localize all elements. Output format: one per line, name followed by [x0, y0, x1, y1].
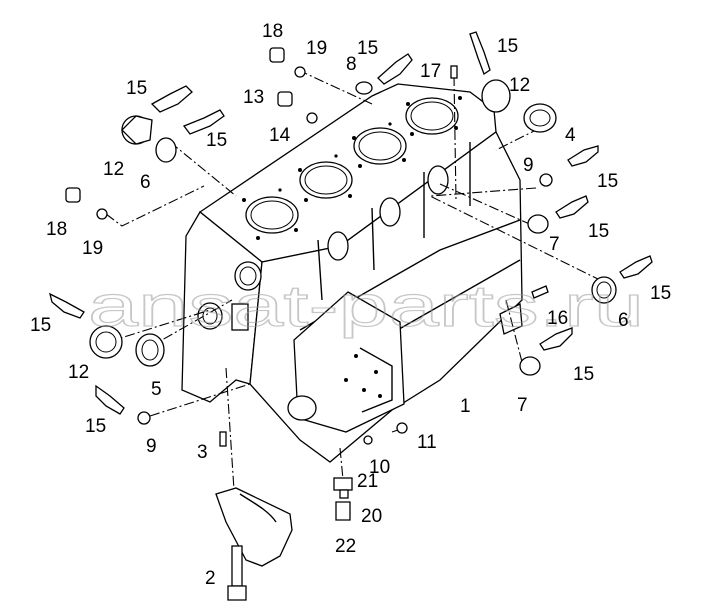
sealant-tubes [49, 31, 653, 415]
callout-20: 20 [361, 506, 382, 527]
callout-15b: 15 [206, 130, 227, 151]
callout-17: 17 [420, 61, 441, 82]
callout-4: 4 [565, 125, 576, 146]
callout-21: 21 [357, 471, 378, 492]
callout-5: 5 [151, 379, 162, 400]
callout-11: 11 [417, 432, 437, 453]
watermark: ansat-parts.ru [88, 274, 644, 339]
callout-19a: 19 [306, 38, 327, 59]
callout-3: 3 [197, 442, 208, 463]
callout-12c: 12 [68, 362, 89, 383]
callout-15d: 15 [497, 36, 518, 57]
plugs-and-seals [65, 47, 617, 445]
callout-7a: 7 [549, 234, 560, 255]
callout-12b: 12 [509, 75, 530, 96]
callout-15f: 15 [588, 221, 609, 242]
callout-14: 14 [269, 125, 291, 146]
callout-18a: 18 [262, 21, 283, 42]
callout-13: 13 [243, 87, 264, 108]
callout-12a: 12 [103, 159, 124, 180]
callouts: 1 2 3 4 5 6 6 7 7 8 9 9 10 11 12 12 12 1… [30, 21, 671, 589]
callout-6b: 6 [618, 310, 629, 331]
callout-7b: 7 [517, 395, 528, 416]
callout-6a: 6 [140, 172, 151, 193]
callout-9b: 9 [146, 436, 157, 457]
callout-22: 22 [335, 536, 356, 557]
callout-2: 2 [205, 568, 216, 589]
callout-15i: 15 [30, 315, 51, 336]
main-bearing-cap [215, 431, 293, 601]
callout-19b: 19 [82, 238, 103, 259]
callout-15j: 15 [85, 416, 106, 437]
callout-15c: 15 [357, 38, 378, 59]
drain-plug-assembly [333, 477, 353, 521]
callout-1: 1 [460, 396, 471, 417]
callout-16: 16 [547, 308, 568, 329]
callout-15h: 15 [573, 364, 594, 385]
cylinder-block [181, 83, 523, 463]
callout-9a: 9 [523, 155, 534, 176]
callout-18b: 18 [46, 219, 67, 240]
callout-10: 10 [369, 457, 390, 478]
callout-15a: 15 [126, 78, 147, 99]
callout-15g: 15 [650, 283, 671, 304]
callout-15e: 15 [597, 171, 618, 192]
callout-8: 8 [346, 54, 357, 75]
